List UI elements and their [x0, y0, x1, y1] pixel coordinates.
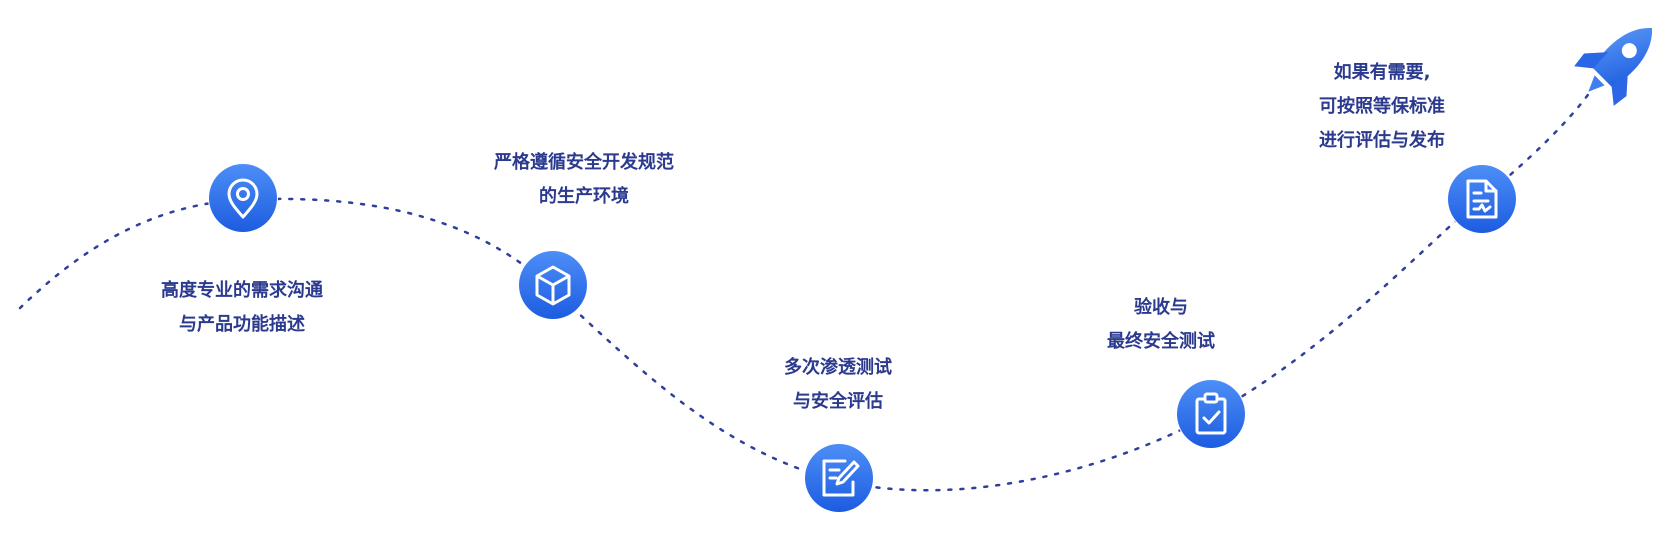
document-report-icon — [1466, 179, 1498, 219]
step-label-3: 多次渗透测试 与安全评估 — [784, 351, 892, 419]
rocket-icon — [1574, 28, 1652, 106]
step-node-4 — [1176, 379, 1246, 449]
step-1-line-1: 高度专业的需求沟通 — [161, 280, 323, 301]
step-1-line-2: 与产品功能描述 — [179, 314, 305, 335]
step-3-line-2: 与安全评估 — [793, 391, 883, 412]
step-node-5 — [1447, 164, 1517, 234]
step-label-2: 严格遵循安全开发规范 的生产环境 — [494, 146, 674, 214]
step-3-line-1: 多次渗透测试 — [784, 357, 892, 378]
step-2-line-1: 严格遵循安全开发规范 — [494, 152, 674, 173]
step-node-2 — [518, 250, 588, 320]
step-5-line-1: 如果有需要, — [1333, 62, 1431, 83]
step-label-1: 高度专业的需求沟通 与产品功能描述 — [161, 274, 323, 342]
step-label-4: 验收与 最终安全测试 — [1107, 291, 1215, 359]
cube-icon — [535, 265, 571, 306]
step-node-3 — [804, 443, 874, 513]
step-label-5: 如果有需要, 可按照等保标准 进行评估与发布 — [1319, 56, 1445, 158]
step-4-line-2: 最终安全测试 — [1107, 331, 1215, 352]
step-4-line-1: 验收与 — [1134, 297, 1188, 318]
step-5-line-2: 可按照等保标准 — [1319, 96, 1445, 117]
step-5-line-3: 进行评估与发布 — [1319, 130, 1445, 151]
edit-document-icon — [822, 459, 860, 497]
clipboard-check-icon — [1195, 392, 1227, 435]
step-2-line-2: 的生产环境 — [539, 186, 629, 207]
step-node-1 — [208, 163, 278, 233]
location-pin-icon — [227, 178, 259, 219]
